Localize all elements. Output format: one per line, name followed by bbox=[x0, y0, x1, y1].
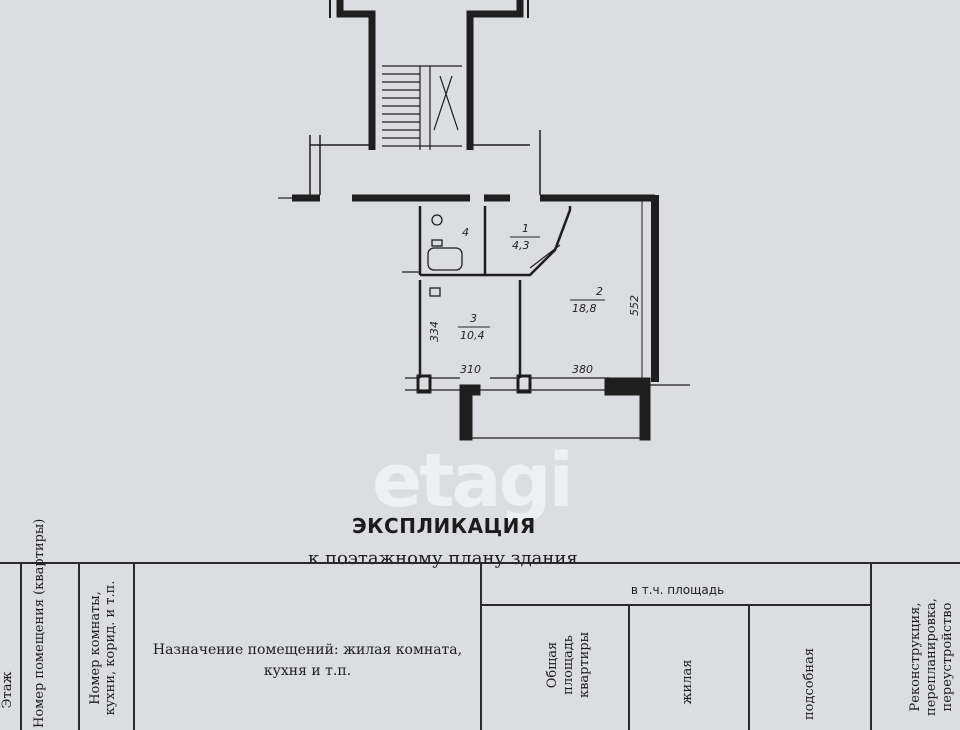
table-col-divider bbox=[748, 604, 750, 730]
header-room-purpose: Назначение помещений: жилая комната, кух… bbox=[152, 642, 463, 679]
room-4-number: 4 bbox=[462, 226, 469, 239]
balcony-pier-left bbox=[459, 384, 481, 441]
sink bbox=[431, 239, 443, 247]
header-apartment-number: Номер помещения (квартиры) bbox=[32, 518, 47, 728]
table-subheader-border bbox=[480, 604, 870, 606]
balcony-pier-right bbox=[604, 377, 651, 441]
dimension-width-b: 380 bbox=[572, 363, 593, 376]
explication-subtitle: к поэтажному плану здания bbox=[308, 548, 578, 569]
partition-bathroom bbox=[418, 206, 487, 277]
corridor-wall-left bbox=[309, 135, 372, 195]
stove bbox=[429, 287, 441, 297]
table-col-divider bbox=[133, 562, 135, 730]
stairwell-wall-left bbox=[336, 0, 376, 150]
header-reconstruction: Реконструкция, перепланировка, переустро… bbox=[908, 598, 955, 716]
watermark-logo: etagi bbox=[372, 438, 574, 524]
table-col-divider bbox=[870, 562, 872, 730]
floor-plan-drawing: 1 4,3 2 18,8 3 10,4 4 310 380 334 552 bbox=[278, 0, 690, 441]
room-3-number: 3 bbox=[470, 312, 477, 325]
table-col-divider bbox=[628, 604, 630, 730]
header-floor: Этаж bbox=[0, 671, 15, 709]
dimension-height-right: 552 bbox=[628, 295, 641, 316]
room-1-number: 1 bbox=[522, 222, 529, 235]
bathtub bbox=[427, 247, 463, 271]
corridor-wall-right bbox=[470, 130, 541, 195]
header-including-area: в т.ч. площадь bbox=[630, 583, 725, 597]
room-2-number: 2 bbox=[596, 285, 603, 298]
table-col-divider bbox=[480, 562, 482, 730]
room-2-area: 18,8 bbox=[572, 302, 597, 315]
toilet bbox=[431, 214, 443, 226]
table-col-divider bbox=[20, 562, 22, 730]
room-3-area: 10,4 bbox=[460, 329, 485, 342]
dimension-width-a: 310 bbox=[460, 363, 481, 376]
header-living-area: жилая bbox=[680, 659, 695, 705]
stairwell-wall-top bbox=[329, 0, 529, 18]
stairwell-wall-right bbox=[466, 0, 524, 150]
header-total-area: Общая площадь квартиры bbox=[545, 631, 592, 699]
stair-steps bbox=[382, 65, 462, 150]
table-col-divider bbox=[78, 562, 80, 730]
header-auxiliary-area: подсобная bbox=[802, 647, 817, 721]
partition-hall bbox=[485, 206, 572, 277]
dimension-height-left: 334 bbox=[428, 321, 441, 342]
header-room-number: Номер комнаты, кухни, корид. и т.п. bbox=[88, 580, 118, 716]
explication-title: ЭКСПЛИКАЦИЯ bbox=[352, 514, 536, 538]
room-1-area: 4,3 bbox=[512, 239, 530, 252]
